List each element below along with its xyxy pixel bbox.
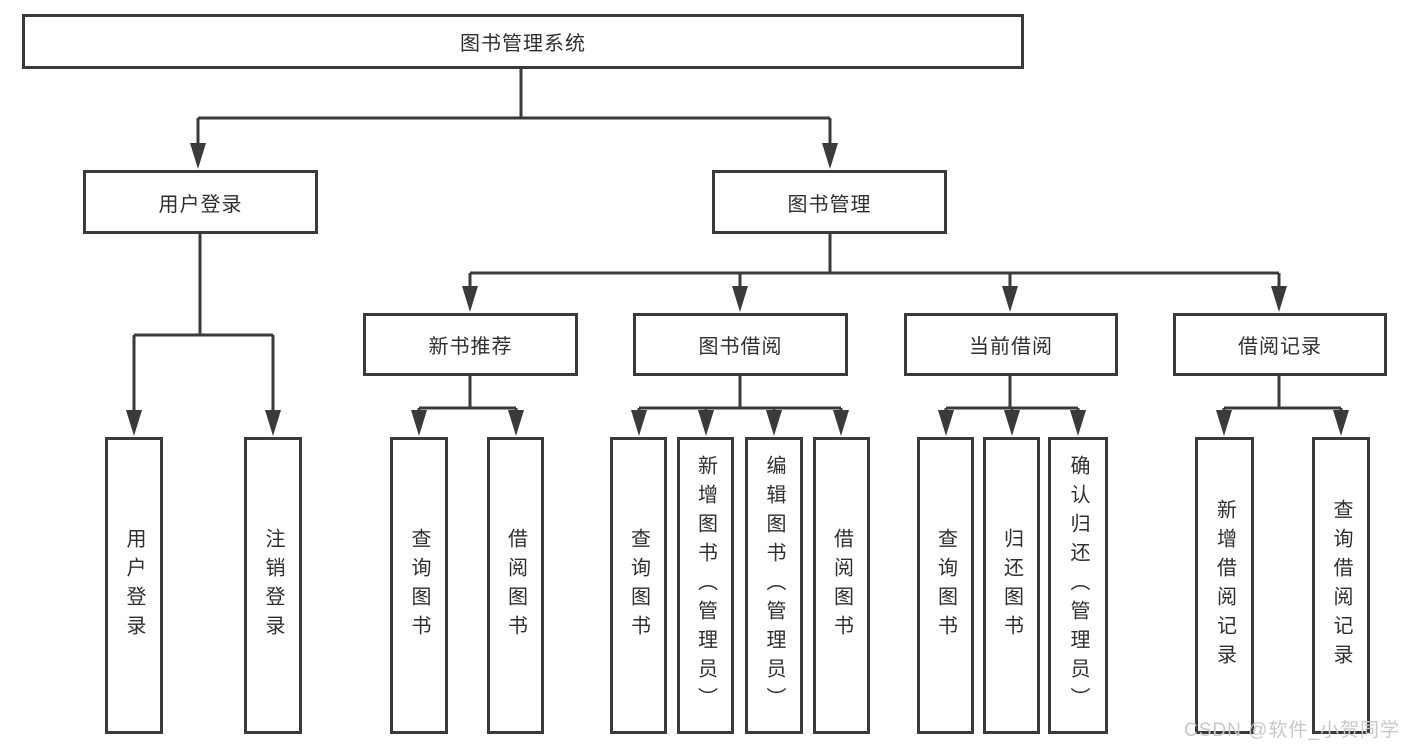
leaf-edit-books-admin: 编辑图书（管理员）: [745, 437, 803, 734]
leaf-borrow-books-borrowing: 借阅图书: [813, 437, 870, 734]
leaf-confirm-return-admin: 确认归还（管理员）: [1048, 437, 1108, 734]
node-book-borrowing: 图书借阅: [633, 313, 848, 376]
leaf-query-books-current: 查询图书: [917, 437, 974, 734]
leaf-add-books-admin-label: 新增图书（管理员）: [694, 455, 717, 716]
node-user-login: 用户登录: [83, 170, 318, 234]
node-user-login-label: 用户登录: [158, 193, 243, 216]
leaf-return-books-label: 归还图书: [1000, 527, 1023, 644]
node-borrowing-records: 借阅记录: [1173, 313, 1387, 376]
node-book-management-label: 图书管理: [787, 193, 872, 216]
leaf-borrow-books-borrowing-label: 借阅图书: [830, 527, 853, 644]
csdn-watermark: CSDN @软件_小贺同学: [1184, 720, 1400, 741]
leaf-logout: 注销登录: [244, 437, 302, 734]
leaf-query-books-borrowing: 查询图书: [610, 437, 667, 734]
node-current-borrowing-label: 当前借阅: [969, 336, 1053, 358]
leaf-query-books-borrowing-label: 查询图书: [627, 527, 650, 644]
leaf-borrow-books-recommend-label: 借阅图书: [504, 527, 527, 644]
leaf-edit-books-admin-label: 编辑图书（管理员）: [763, 455, 785, 716]
leaf-query-books-recommend: 查询图书: [390, 437, 448, 734]
node-root: 图书管理系统: [22, 14, 1024, 69]
node-new-book-recommend-label: 新书推荐: [428, 336, 513, 358]
leaf-add-borrow-record-label: 新增借阅记录: [1213, 498, 1236, 673]
leaf-add-borrow-record: 新增借阅记录: [1195, 437, 1254, 734]
leaf-confirm-return-admin-label: 确认归还（管理员）: [1067, 455, 1089, 716]
node-current-borrowing: 当前借阅: [904, 313, 1118, 376]
leaf-query-books-current-label: 查询图书: [934, 527, 957, 644]
leaf-borrow-books-recommend: 借阅图书: [487, 437, 544, 734]
leaf-logout-label: 注销登录: [262, 527, 284, 644]
leaf-user-login-label: 用户登录: [123, 527, 145, 644]
leaf-query-borrow-record: 查询借阅记录: [1312, 437, 1370, 734]
leaf-add-books-admin: 新增图书（管理员）: [677, 437, 734, 734]
node-book-borrowing-label: 图书借阅: [698, 336, 783, 358]
node-book-management: 图书管理: [712, 170, 947, 234]
node-root-label: 图书管理系统: [460, 33, 586, 55]
leaf-user-login: 用户登录: [105, 437, 163, 734]
node-borrowing-records-label: 借阅记录: [1238, 336, 1322, 358]
arrowheads: [126, 143, 1349, 436]
node-new-book-recommend: 新书推荐: [363, 313, 578, 376]
leaf-return-books: 归还图书: [983, 437, 1040, 734]
leaf-query-borrow-record-label: 查询借阅记录: [1330, 498, 1352, 673]
leaf-query-books-recommend-label: 查询图书: [408, 527, 430, 644]
